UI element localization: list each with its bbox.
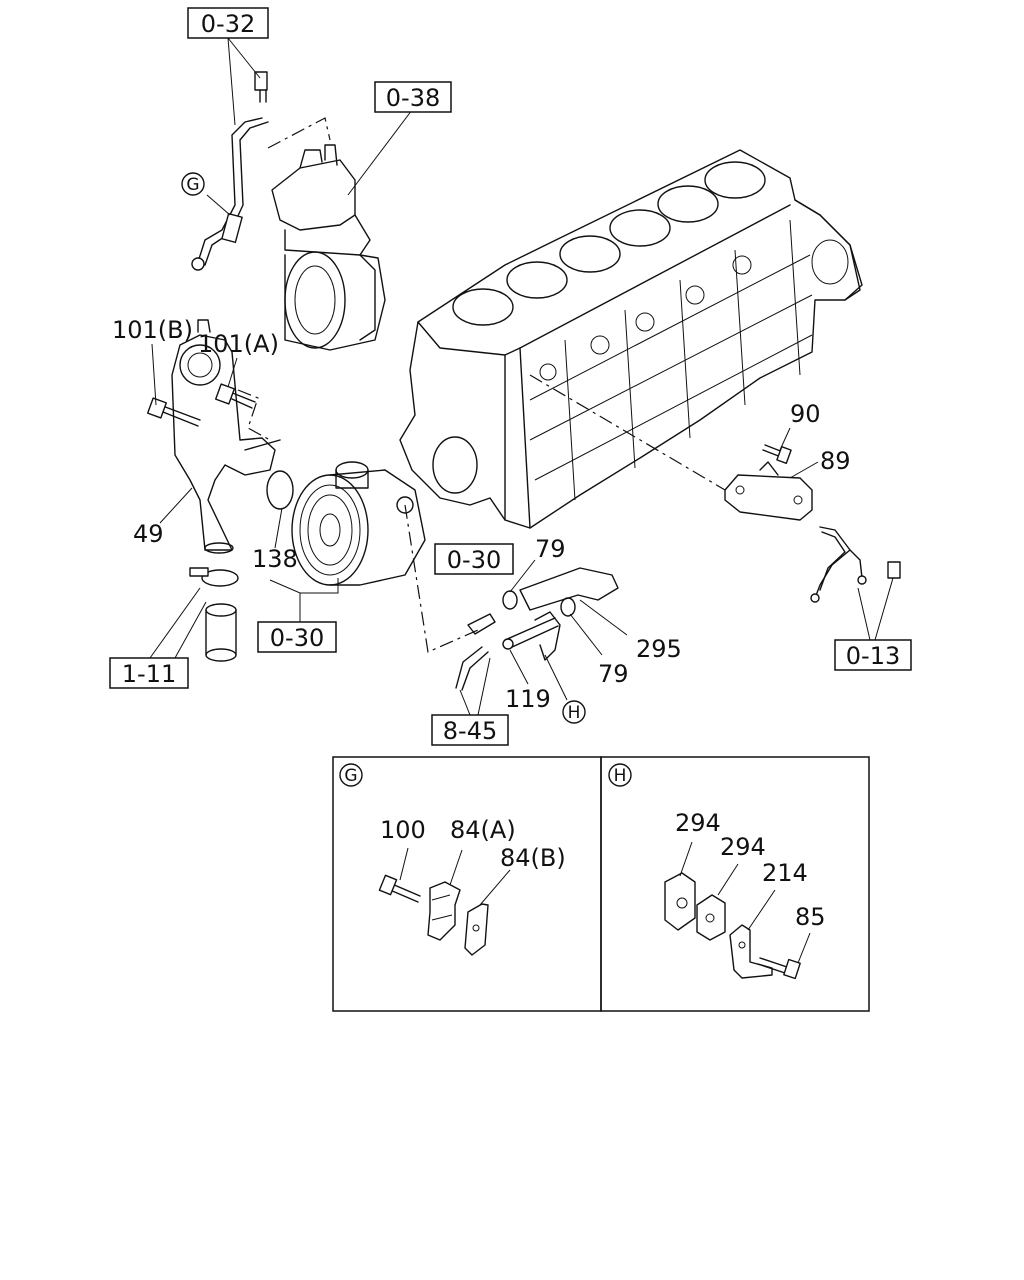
- svg-text:G: G: [186, 175, 199, 195]
- adapter: [467, 613, 496, 635]
- ref-box-8-45[interactable]: 8-45: [431, 714, 509, 746]
- ref-box-0-13[interactable]: 0-13: [834, 639, 912, 671]
- ref-box-0-30-adapter[interactable]: 0-30: [434, 543, 514, 575]
- water-outlet-pipe: [171, 319, 281, 554]
- svg-text:G: G: [344, 766, 357, 786]
- label-214: 214: [762, 859, 808, 887]
- water-pump: [291, 461, 426, 586]
- label-295: 295: [636, 635, 682, 663]
- detail-panel-h: [600, 756, 870, 1012]
- label-138: 138: [252, 545, 298, 573]
- bolt-101b: [146, 397, 201, 427]
- label-85: 85: [795, 903, 826, 931]
- oil-return-pipe: [810, 526, 901, 603]
- label-79-lower: 79: [598, 660, 629, 688]
- leader-lines: [149, 37, 894, 716]
- svg-text:1-11: 1-11: [122, 660, 176, 688]
- label-84a: 84(A): [450, 816, 516, 844]
- ref-box-1-11[interactable]: 1-11: [109, 657, 189, 689]
- label-100: 100: [380, 816, 426, 844]
- clamp-79-upper: [502, 590, 518, 610]
- label-89: 89: [820, 447, 851, 475]
- label-101a: 101(A): [198, 330, 279, 358]
- ref-box-0-32[interactable]: 0-32: [187, 7, 269, 39]
- svg-text:0-38: 0-38: [386, 84, 440, 112]
- marker-h-panel: H: [608, 763, 632, 787]
- marker-g[interactable]: G: [181, 172, 205, 196]
- bracket-89: [724, 461, 813, 521]
- connection-lines: [237, 117, 726, 653]
- label-294-lower: 294: [720, 833, 766, 861]
- oil-pipe: [191, 71, 269, 271]
- svg-text:0-30: 0-30: [447, 546, 501, 574]
- svg-text:8-45: 8-45: [443, 717, 497, 745]
- svg-text:0-30: 0-30: [270, 624, 324, 652]
- svg-text:H: H: [568, 703, 581, 723]
- svg-text:0-32: 0-32: [201, 10, 255, 38]
- hose-295: [519, 567, 619, 611]
- label-84b: 84(B): [500, 844, 566, 872]
- label-49: 49: [133, 520, 164, 548]
- svg-text:H: H: [614, 766, 627, 786]
- detail-panel-g: [332, 756, 602, 1012]
- bolt-90: [762, 444, 792, 464]
- engine-block: [399, 149, 863, 529]
- label-294-upper: 294: [675, 809, 721, 837]
- marker-g-panel: G: [339, 763, 363, 787]
- hose-8-45: [455, 646, 489, 691]
- ref-box-0-30-pump[interactable]: 0-30: [257, 621, 337, 653]
- label-101b: 101(B): [112, 316, 193, 344]
- label-119: 119: [505, 685, 551, 713]
- svg-text:0-13: 0-13: [846, 642, 900, 670]
- water-hose: [205, 603, 237, 662]
- label-90: 90: [790, 400, 821, 428]
- o-ring: [266, 470, 294, 510]
- air-compressor: [271, 144, 386, 351]
- hose-clamp: [189, 567, 239, 587]
- clamp-79-lower: [560, 597, 576, 617]
- tube-119: [502, 611, 561, 661]
- label-79-upper: 79: [535, 535, 566, 563]
- marker-h[interactable]: H: [562, 700, 586, 724]
- ref-box-0-38[interactable]: 0-38: [374, 81, 452, 113]
